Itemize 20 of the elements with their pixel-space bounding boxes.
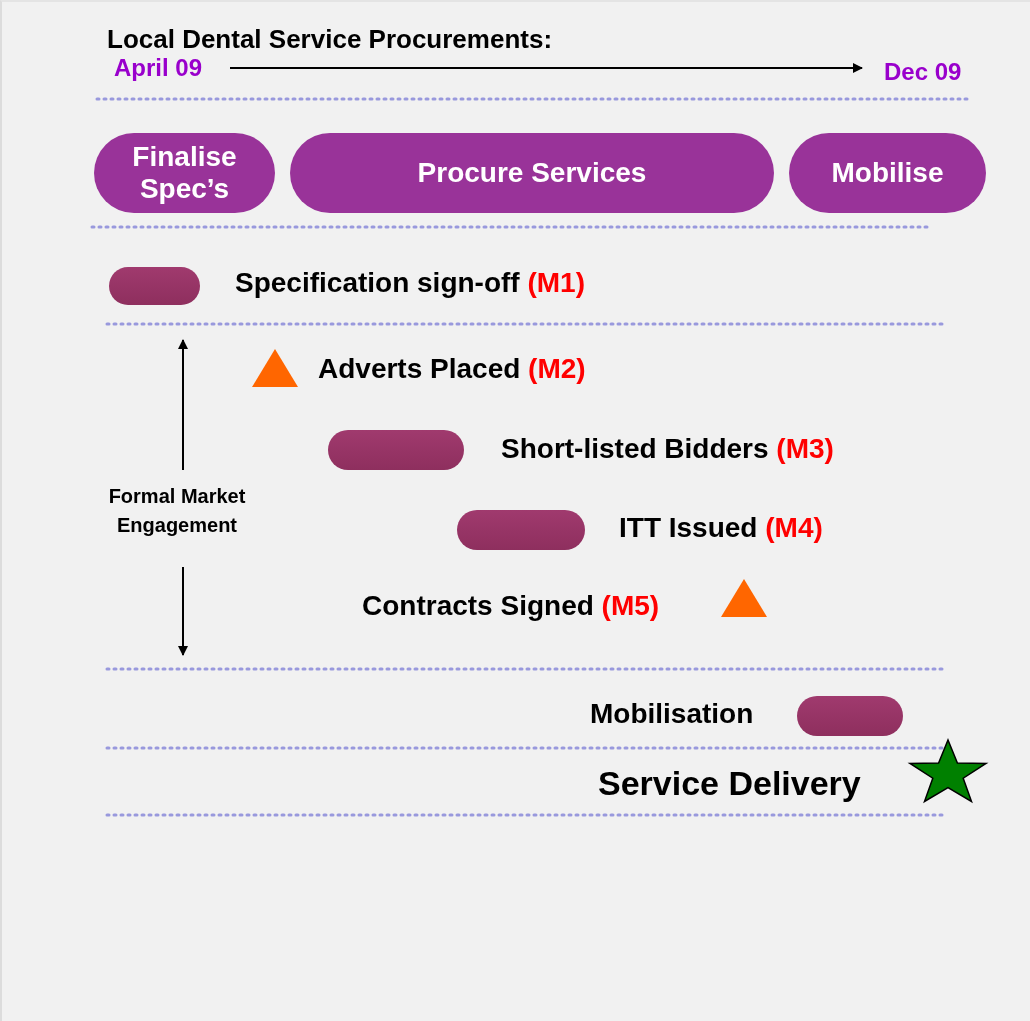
milestone-label: Short-listed Bidders (M3) bbox=[501, 433, 834, 465]
phase-pill: Mobilise bbox=[789, 133, 986, 213]
triangle-icon bbox=[252, 349, 298, 387]
triangle-icon bbox=[721, 579, 767, 617]
title: Local Dental Service Procurements: bbox=[107, 24, 553, 55]
milestone-bar bbox=[457, 510, 585, 550]
milestone-bar bbox=[328, 430, 464, 470]
milestone-label: Service Delivery bbox=[598, 764, 861, 803]
milestone-label: Contracts Signed (M5) bbox=[362, 590, 660, 622]
start-date: April 09 bbox=[114, 54, 203, 82]
span-label: Formal Market Engagement bbox=[107, 484, 247, 538]
milestone-label: Mobilisation bbox=[590, 698, 754, 730]
phase-pill: Finalise Spec’s bbox=[94, 133, 275, 213]
end-date: Dec 09 bbox=[884, 58, 962, 86]
milestone-label: Adverts Placed (M2) bbox=[318, 353, 586, 385]
milestone-bar bbox=[109, 267, 200, 305]
milestone-label: Specification sign-off (M1) bbox=[235, 267, 585, 299]
milestone-bar bbox=[797, 696, 903, 736]
milestone-label: ITT Issued (M4) bbox=[619, 512, 823, 544]
phase-pill: Procure Services bbox=[290, 133, 774, 213]
